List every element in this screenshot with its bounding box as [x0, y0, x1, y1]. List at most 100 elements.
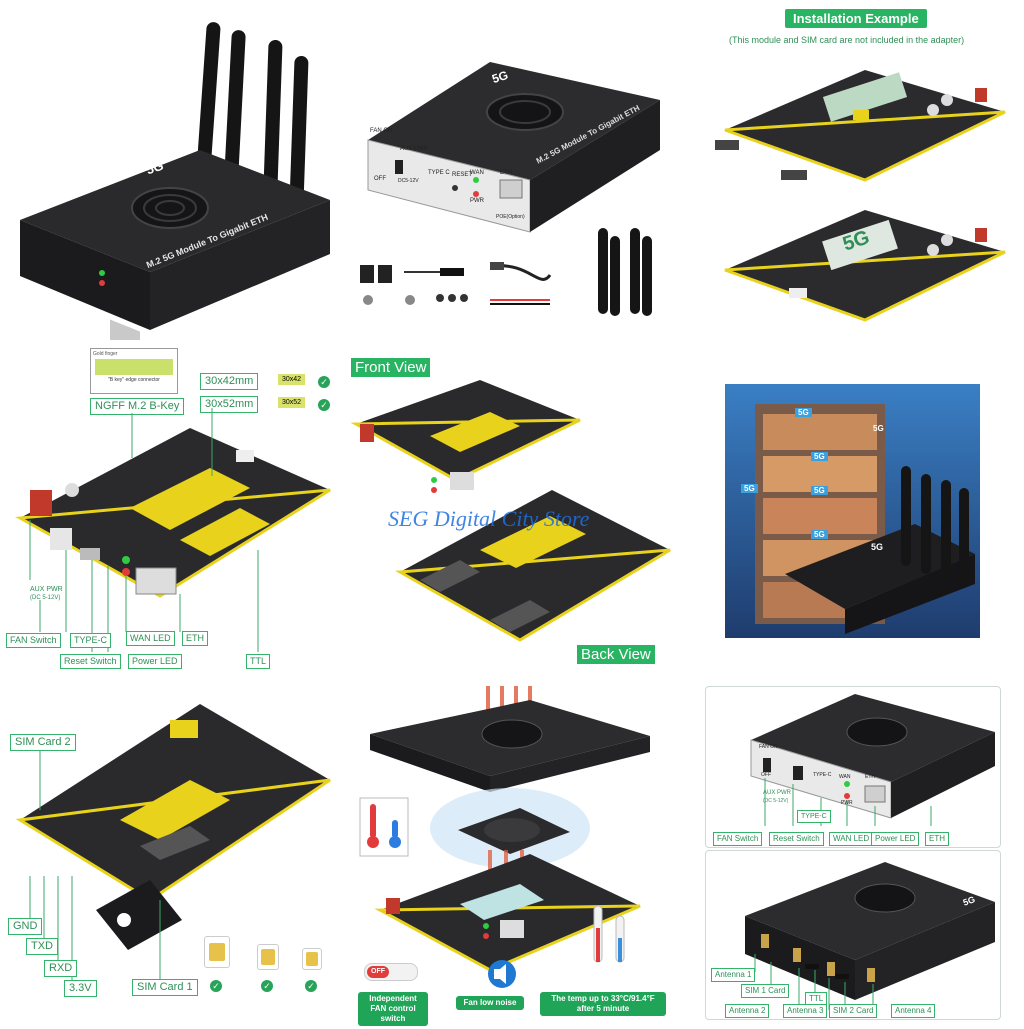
tag-5g-5: 5G	[811, 486, 828, 495]
label-sim-2-card: SIM 2 Card	[829, 1004, 878, 1018]
label-fan-on: FAN ON	[370, 128, 393, 134]
key-connector-box: Gold finger "B key" edge connector	[90, 348, 178, 394]
label-eth: ETH	[182, 631, 208, 646]
label-power-led: Power LED	[871, 832, 920, 846]
fan-toggle-switch[interactable]: OFF	[364, 963, 418, 981]
label-sim-card-1: SIM Card 1	[132, 979, 198, 996]
label-fan-switch: FAN Switch	[6, 633, 61, 648]
label-antenna-4: Antenna 4	[891, 1004, 936, 1018]
label-aux-dc: (DC 5-12V)	[763, 798, 789, 804]
panel-front-labels	[705, 686, 1001, 848]
panel-device-accessories: 5G M.2 5G Module To Gigabit ETH FAN ON O…	[340, 0, 685, 340]
label-gnd: GND	[8, 918, 43, 935]
label-size1: 30x42mm	[200, 373, 259, 390]
label-eth: ETH	[500, 170, 512, 176]
tag-5g-6: 5G	[811, 530, 828, 539]
label-aux-pwr: AUX PWR	[400, 146, 429, 152]
label-wan: WAN	[470, 170, 484, 176]
label-poe: POE(Option)	[496, 214, 525, 220]
check-size1-icon: ✓	[318, 376, 330, 388]
store-watermark: SEG Digital City Store	[388, 506, 590, 531]
check-sim-large-icon: ✓	[210, 980, 222, 992]
label-back-view: Back View	[577, 645, 655, 664]
installation-title: Installation Example	[785, 9, 927, 28]
label-ngff: NGFF M.2 B-Key	[90, 398, 185, 415]
feature-fan-switch: Independent FAN control switch	[358, 992, 428, 1026]
tag-5g-4: 5G	[741, 484, 758, 493]
panel-board-labels: Gold finger "B key" edge connector NGFF …	[0, 340, 340, 680]
label-3v3: 3.3V	[64, 980, 97, 997]
sim-card-large-icon	[204, 936, 230, 968]
chip-size1: 30x42	[278, 374, 306, 385]
tag-5g-2: 5G	[873, 424, 884, 433]
key-box-top: Gold finger	[93, 351, 118, 357]
panel-front-labels-content: FAN ON OFF TYPE-C WAN PWR ETH AUX PWR (D…	[705, 686, 999, 846]
tag-5g-1: 5G	[795, 408, 812, 417]
check-sim-medium-icon: ✓	[261, 980, 273, 992]
rear-box-illustration	[745, 862, 995, 1010]
front-box-illustration	[750, 694, 995, 826]
panel-installation-example: Installation Example (This module and SI…	[685, 0, 1024, 340]
label-fan-on: FAN ON	[759, 744, 778, 750]
label-antenna-2: Antenna 2	[725, 1004, 770, 1018]
panel-rear-labels-content: 5G Antenna 1 SIM 1 Card Antenna 2 TTL An…	[705, 850, 999, 1018]
label-reset-switch: Reset Switch	[60, 654, 121, 669]
label-size2: 30x52mm	[200, 396, 259, 413]
label-pwr: PWR	[470, 198, 484, 204]
label-type-c: TYPE-C	[797, 810, 831, 823]
label-aux-dc: (DC 5-12V)	[30, 595, 61, 601]
installation-boards	[715, 70, 1006, 322]
router-illustration	[20, 22, 330, 356]
label-aux-pwr: AUX PWR	[30, 586, 63, 593]
label-pwr-sm: PWR	[841, 800, 853, 806]
label-front-view: Front View	[351, 358, 431, 377]
label-type-c: TYPE-C	[70, 633, 112, 648]
label-rxd: RXD	[44, 960, 78, 977]
label-type-c: TYPE C	[428, 170, 450, 176]
label-type-c-sm: TYPE-C	[813, 772, 832, 778]
check-sim-small-icon: ✓	[305, 980, 317, 992]
label-fan-switch: FAN Switch	[713, 832, 763, 846]
label-antenna-3: Antenna 3	[783, 1004, 828, 1018]
label-sim-card-2: SIM Card 2	[10, 734, 76, 751]
board-illustration	[15, 408, 331, 652]
label-ttl: TTL	[246, 654, 271, 669]
toggle-off-label: OFF	[367, 966, 389, 978]
label-eth: ETH	[925, 832, 949, 846]
label-wan-led: WAN LED	[829, 832, 874, 846]
label-aux-pwr: AUX PWR	[763, 790, 792, 796]
panel-rear-labels	[705, 850, 1001, 1020]
label-antenna-1: Antenna 1	[711, 968, 756, 982]
fan-airflow-illustration	[359, 686, 650, 988]
label-eth-sm: ETH	[865, 774, 875, 780]
label-reset-switch: Reset Switch	[769, 832, 824, 846]
sim-card-small-icon	[302, 948, 322, 970]
panel-fan-airflow: OFF Independent FAN control switch Fan l…	[340, 680, 685, 1026]
panel-router-antennas: 5G M.2 5G Module To Gigabit ETH	[0, 0, 340, 356]
label-wan-sm: WAN	[839, 774, 851, 780]
feature-fan-low-noise: Fan low noise	[456, 996, 524, 1010]
label-reset: RESET	[452, 172, 473, 178]
feature-temp: The temp up to 33°C/91.4°F after 5 minut…	[540, 992, 666, 1016]
device-box-illustration	[360, 62, 660, 316]
board-back-illustration	[15, 704, 331, 980]
label-wan-led: WAN LED	[126, 631, 175, 646]
installation-note: (This module and SIM card are not includ…	[729, 35, 965, 45]
label-aux-dc: DC5-12V	[398, 178, 419, 184]
building-scene-illustration	[725, 384, 980, 638]
tag-5g-3: 5G	[811, 452, 828, 461]
chip-size2: 30x52	[278, 397, 306, 408]
panel-building-scene: 5G 5G 5G 5G 5G 5G 5G	[725, 384, 980, 638]
check-size2-icon: ✓	[318, 399, 330, 411]
front-back-boards	[350, 380, 671, 642]
router-badge-scene: 5G	[871, 542, 884, 552]
label-fan-off: OFF	[374, 176, 386, 182]
label-off: OFF	[761, 772, 771, 778]
key-box-caption: "B key" edge connector	[108, 377, 160, 383]
sim-card-medium-icon	[257, 944, 279, 970]
panel-sim-ttl: SIM Card 2 GND TXD RXD 3.3V SIM Card 1 ✓…	[0, 680, 340, 1024]
label-txd: TXD	[26, 938, 58, 955]
label-power-led: Power LED	[128, 654, 182, 669]
label-sim-1-card: SIM 1 Card	[741, 984, 790, 998]
panel-front-back-view: Front View Back View	[340, 340, 685, 680]
